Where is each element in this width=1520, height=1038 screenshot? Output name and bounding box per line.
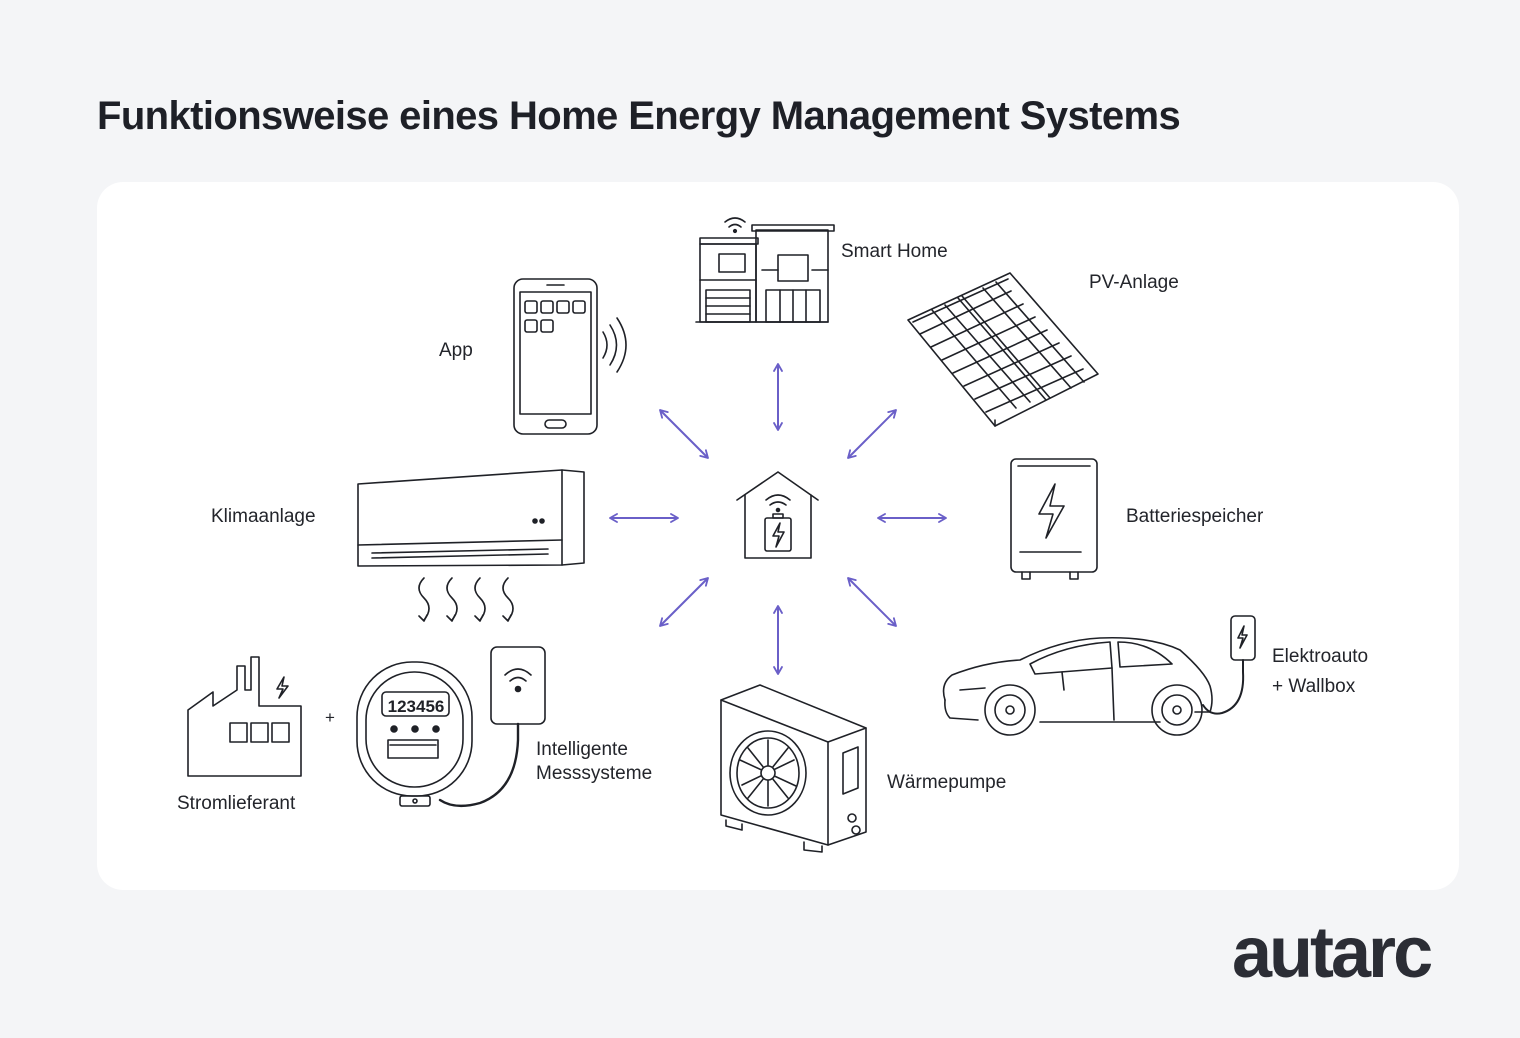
page-title: Funktionsweise eines Home Energy Managem… xyxy=(97,94,1181,138)
label-elektroauto: Elektroauto xyxy=(1272,646,1369,667)
brand-logo: autarc xyxy=(1232,913,1433,993)
label-klimaanlage: Klimaanlage xyxy=(211,506,316,527)
label-smart-home: Smart Home xyxy=(841,241,948,262)
label-waermepumpe: Wärmepumpe xyxy=(887,772,1007,793)
label-stromlieferant: Stromlieferant xyxy=(177,793,296,814)
label-messsysteme: Messsysteme xyxy=(536,763,653,784)
label-batteriespeicher: Batteriespeicher xyxy=(1126,506,1264,527)
label-wallbox: + Wallbox xyxy=(1272,676,1356,697)
label-intelligente: Intelligente xyxy=(536,739,628,760)
label-pv-anlage: PV-Anlage xyxy=(1089,272,1179,293)
diagram-card xyxy=(97,182,1459,890)
plus-sign: + xyxy=(325,708,335,727)
label-app: App xyxy=(439,340,473,361)
